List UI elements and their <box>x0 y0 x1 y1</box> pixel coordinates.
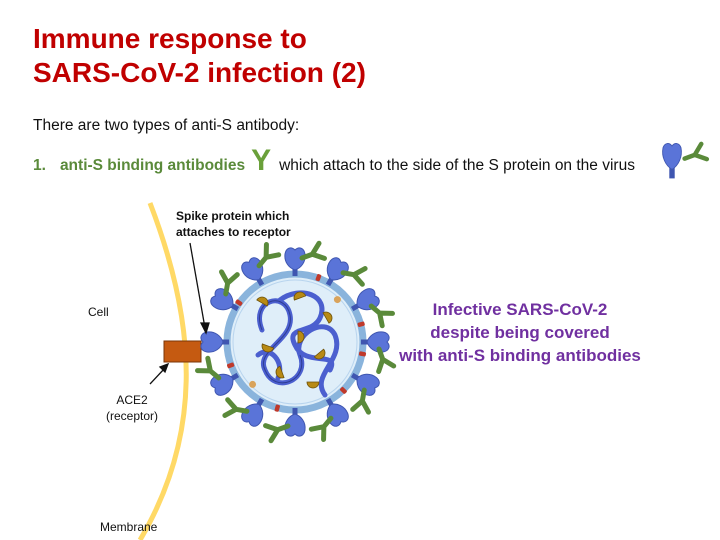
page-title: Immune response to SARS-CoV-2 infection … <box>33 22 366 90</box>
spike-protein-label: Spike protein which attaches to receptor <box>176 209 291 239</box>
cell-membrane <box>137 202 189 540</box>
spike-arrow <box>189 242 210 335</box>
point-1-text: which attach to the side of the S protei… <box>279 157 635 174</box>
intro-text: There are two types of anti-S antibody: <box>33 117 300 134</box>
point-1: 1. anti-S binding antibodies Y which att… <box>33 144 635 177</box>
ace2-label: ACE2 (receptor) <box>106 392 158 424</box>
virus-caption: Infective SARS-CoV-2 despite being cover… <box>385 298 655 367</box>
antibody-y-symbol: Y <box>251 144 272 177</box>
ace2-receptor <box>163 340 202 363</box>
title-line-2: SARS-CoV-2 infection (2) <box>33 57 366 88</box>
ace2-arrow <box>149 362 170 385</box>
ace2-label-line-2: (receptor) <box>106 409 159 423</box>
spike-antibody-icon <box>662 141 710 179</box>
title-line-1: Immune response to <box>33 23 307 54</box>
cell-label: Cell <box>88 305 109 319</box>
caption-line-2: despite being covered <box>430 323 610 342</box>
point-1-number: 1. <box>33 157 46 174</box>
caption-line-3: with anti-S binding antibodies <box>399 346 641 365</box>
point-1-term: anti-S binding antibodies <box>59 157 246 174</box>
membrane-label: Membrane <box>100 520 158 534</box>
ace2-label-line-1: ACE2 <box>116 393 148 407</box>
caption-line-1: Infective SARS-CoV-2 <box>432 300 608 319</box>
